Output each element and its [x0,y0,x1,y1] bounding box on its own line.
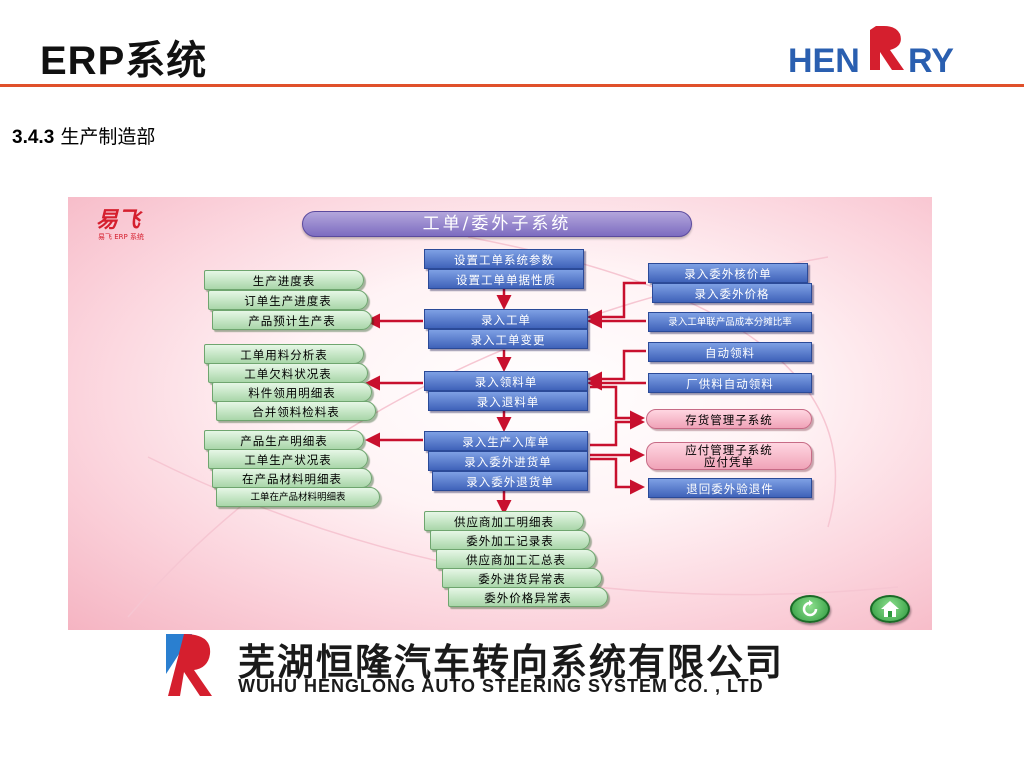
brand-logo-text-right: RY [908,42,954,80]
henglong-logo-icon [166,634,212,696]
flow-box-material-issue[interactable]: 录入领料单 [424,371,588,391]
subsystem-payable-voucher-label: 应付凭单 [704,455,754,469]
brand-logo-mark-icon [870,26,904,70]
yifei-logo-subtext: 易飞 ERP 系统 [98,232,144,241]
company-name-cn: 芜湖恒隆汽车转向系统有限公司 [238,642,784,683]
brand-logo-text-left: HEN [788,42,860,80]
subsystem-inventory[interactable]: 存货管理子系统 [646,409,812,429]
refresh-icon [802,600,818,617]
subsystem-payable-label: 应付管理子系统 [685,443,773,457]
subsystem-banner: 工单/委外子系统 [302,211,692,237]
report-production-progress[interactable]: 生产进度表 [204,270,364,290]
yifei-logo-text: 易飞 [96,208,143,233]
title-divider [0,84,1024,87]
report-supplier-processing-summary[interactable]: 供应商加工汇总表 [436,549,596,569]
flow-box-setup-nature[interactable]: 设置工单单据性质 [428,269,584,289]
flow-box-setup-params[interactable]: 设置工单系统参数 [424,249,584,269]
flow-box-outsource-reject-return[interactable]: 退回委外验退件 [648,478,812,498]
arrow-price-to-workorder [587,281,646,325]
workorder-flow-diagram: 易飞 易飞 ERP 系统 工单/委外子系统 设置工单系统参数 设置工单单据性质 … [68,197,932,630]
flow-box-outsource-price[interactable]: 录入委外价格 [652,283,812,303]
report-wip-material[interactable]: 在产品材料明细表 [212,468,372,488]
subsystem-payable[interactable]: 应付管理子系统 应付凭单 [646,442,812,470]
flow-box-work-order[interactable]: 录入工单 [424,309,588,329]
flow-box-production-receipt[interactable]: 录入生产入库单 [424,431,588,451]
section-number: 3.4.3 [12,127,55,148]
report-order-progress[interactable]: 订单生产进度表 [208,290,368,310]
flow-box-outsource-quote[interactable]: 录入委外核价单 [648,263,808,283]
arrow-material-to-inventory [590,385,645,426]
flow-box-outsource-return[interactable]: 录入委外退货单 [432,471,588,491]
report-forecast-production[interactable]: 产品预计生产表 [212,310,372,330]
company-name-en: WUHU HENGLONG AUTO STEERING SYSTEM CO. ,… [238,676,764,696]
henry-logo: HEN RY [788,26,954,80]
report-outsource-price-exception[interactable]: 委外价格异常表 [448,587,608,607]
report-merged-picking[interactable]: 合并领料检料表 [216,401,376,421]
arrow-autopick-to-material [587,349,646,387]
flow-box-outsource-receipt[interactable]: 录入委外进货单 [428,451,588,471]
refresh-button[interactable] [790,595,830,623]
report-production-detail[interactable]: 产品生产明细表 [204,430,364,450]
report-workorder-status[interactable]: 工单生产状况表 [208,449,368,469]
flow-box-work-order-change[interactable]: 录入工单变更 [428,329,588,349]
arrow-receipt-to-return [590,457,645,495]
flow-box-material-return[interactable]: 录入退料单 [428,391,588,411]
report-supplier-processing-detail[interactable]: 供应商加工明细表 [424,511,584,531]
arrow-receipt-to-inventory [590,414,645,447]
yifei-logo: 易飞 易飞 ERP 系统 [96,208,144,241]
home-button[interactable] [870,595,910,623]
report-shortage-status[interactable]: 工单欠料状况表 [208,363,368,383]
report-workorder-wip-material[interactable]: 工单在产品材料明细表 [216,487,380,507]
report-material-analysis[interactable]: 工单用料分析表 [204,344,364,364]
flow-box-coproduct-cost-share[interactable]: 录入工单联产品成本分摊比率 [648,312,812,332]
flow-box-supplier-auto-picking[interactable]: 厂供料自动领料 [648,373,812,393]
section-title: 生产制造部 [60,126,156,148]
page-title: ERP系统 [40,39,208,83]
home-icon [881,601,899,617]
section-heading: 3.4.3 生产制造部 [12,122,155,149]
report-material-usage[interactable]: 料件领用明细表 [212,382,372,402]
report-outsource-receipt-exception[interactable]: 委外进货异常表 [442,568,602,588]
flow-box-auto-picking[interactable]: 自动领料 [648,342,812,362]
report-outsource-record[interactable]: 委外加工记录表 [430,530,590,550]
